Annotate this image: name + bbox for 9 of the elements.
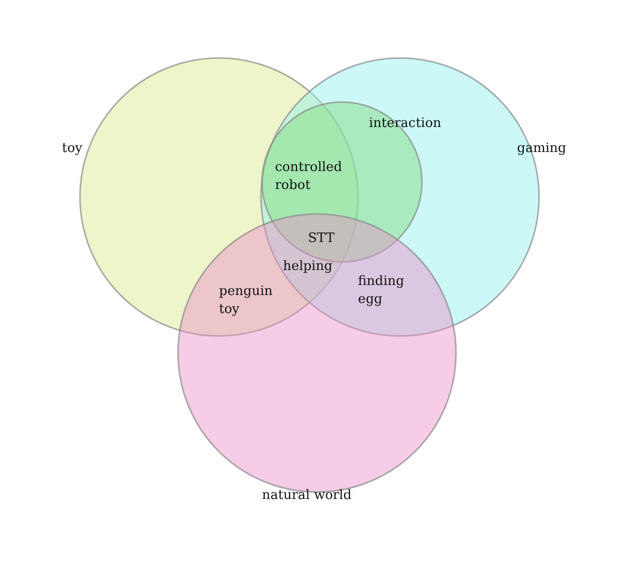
set-label: toy [62, 140, 82, 158]
region-label: helping [283, 258, 334, 276]
region-label: STT [308, 230, 336, 248]
set-label: interaction [369, 115, 442, 133]
region-label: penguin toy [219, 283, 274, 319]
region-label: finding egg [358, 273, 406, 309]
set-label: natural world [262, 487, 352, 505]
region-label: controlled robot [275, 159, 344, 195]
set-label: gaming [517, 140, 566, 158]
